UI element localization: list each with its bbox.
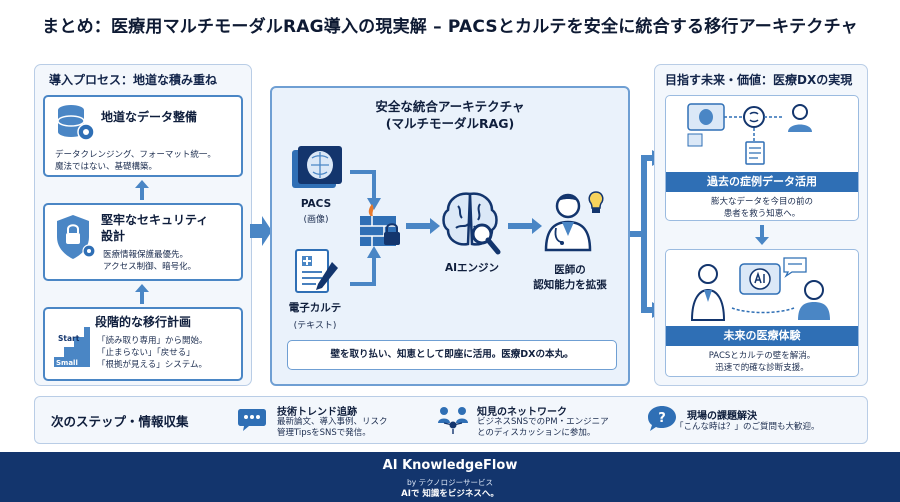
card-text-line: 「根拠が見える」システム。 (97, 360, 207, 370)
card-text-line: 医療情報保護最優先。 (103, 250, 189, 260)
flow-arrow-icon (406, 218, 440, 234)
up-arrow-icon (135, 284, 149, 304)
doctor-label-line2: 認知能力を拡張 (533, 279, 607, 291)
architecture-panel: 安全な統合アーキテクチャ (マルチモーダルRAG) PACS (画像) 電子カル… (270, 86, 630, 386)
next-item-text: 管理TipsをSNSで発信。 (277, 428, 371, 438)
svg-text:?: ? (658, 411, 666, 426)
card-text-line: PACSとカルテの壁を解消。 (708, 351, 816, 361)
doctor-icon (544, 191, 604, 252)
next-item-title: 知見のネットワーク (477, 407, 567, 418)
connector-arrows (350, 170, 381, 286)
card-title: 地道なデータ整備 (101, 110, 198, 124)
card-text-line: 「止まらない」「戻せる」 (97, 348, 195, 358)
chat-bubble-icon (238, 409, 266, 431)
card-title-line: 堅牢なセキュリティ (101, 213, 209, 227)
ai-engine-label: AIエンジン (444, 262, 500, 274)
next-item-title: 現場の課題解決 (687, 411, 757, 422)
up-arrow-icon (135, 180, 149, 200)
card-text-line: 膨大なデータを今目の前の (710, 197, 813, 207)
footer-tagline: AIで 知識をビジネスへ。 (401, 489, 499, 499)
architecture-subheading: (マルチモーダルRAG) (385, 116, 515, 131)
pacs-label: PACS (300, 198, 332, 210)
past-cases-card: 過去の症例データ活用 膨大なデータを今目の前の 患者を救う知恵へ。 (665, 95, 859, 221)
past-cases-title: 過去の症例データ活用 (666, 172, 858, 192)
card-text-line: 迅速で的確な診断支援。 (715, 363, 809, 373)
doctor-label-line1: 医師の (554, 264, 586, 276)
card-text-line: 「読み取り専用」から開始。 (97, 336, 208, 346)
security-shield-lock-icon (57, 215, 96, 259)
doctor-patient-ai-icon (690, 257, 830, 321)
next-item-text: ビジネスSNSでのPM・エンジニア (477, 417, 609, 427)
flow-arrow-icon (508, 218, 542, 234)
data-preparation-card: 地道なデータ整備 データクレンジング、フォーマット統一。 魔法ではない、基礎構築… (43, 95, 243, 177)
migration-plan-card: Start Small 段階的な移行計画 「読み取り専用」から開始。 「止まらな… (43, 307, 243, 381)
left-panel-heading: 導入プロセス：地道な積み重ね (49, 73, 218, 87)
footer-brand: AI KnowledgeFlow (382, 458, 518, 473)
data-to-patient-icon (687, 103, 812, 165)
card-title-line: 設計 (101, 229, 126, 243)
security-design-card: 堅牢なセキュリティ 設計 医療情報保護最優先。 アクセス制御、暗号化。 (43, 203, 243, 281)
future-experience-card: 未来の医療体験 PACSとカルテの壁を解消。 迅速で的確な診断支援。 (665, 249, 859, 377)
future-experience-title: 未来の医療体験 (666, 326, 858, 346)
next-steps-bar: 次のステップ・情報収集 技術トレンド追跡 最新論文、導入事例、リスク 管理Tip… (34, 396, 868, 444)
ai-brain-icon (442, 192, 501, 255)
right-panel: 目指す未来・価値：医療DXの実現 過去の症例データ活用 膨大なデータを今目の前の… (654, 64, 868, 386)
database-gear-icon (57, 105, 95, 141)
network-people-icon (438, 407, 468, 434)
ehr-label: 電子カルテ (288, 302, 342, 314)
architecture-heading: 安全な統合アーキテクチャ (375, 99, 525, 114)
left-panel: 導入プロセス：地道な積み重ね 地道なデータ整備 データクレンジング、フォーマット… (34, 64, 252, 386)
card-text-line: アクセス制御、暗号化。 (103, 262, 197, 272)
right-panel-heading: 目指す未来・価値：医療DXの実現 (665, 73, 853, 87)
card-text-line: 魔法ではない、基礎構築。 (55, 162, 158, 172)
stairs-start-text: Start (58, 334, 80, 343)
card-text-line: 患者を救う知恵へ。 (723, 209, 801, 219)
firewall-lock-icon (360, 204, 400, 246)
next-item-text: 最新論文、導入事例、リスク (277, 417, 388, 427)
pacs-brain-scan-icon (292, 146, 342, 188)
next-item-text: 「こんな時は？」のご質問も大歓迎。 (675, 422, 820, 432)
stairs-small-text: Small (56, 359, 78, 367)
summary-banner: 壁を取り払い、知恵として即座に活用。医療DXの本丸。 (287, 340, 617, 370)
card-text-line: データクレンジング、フォーマット統一。 (55, 150, 216, 160)
footer-by: by テクノロジーサービス (407, 478, 493, 487)
question-bubble-icon: ? (648, 406, 676, 431)
page-title: まとめ：医療用マルチモーダルRAG導入の現実解 – PACSとカルテを安全に統合… (42, 17, 858, 37)
start-small-stairs-icon: Start Small (54, 327, 90, 367)
flow-arrow-icon (250, 216, 272, 246)
next-item-title: 技術トレンド追跡 (277, 407, 357, 418)
footer: AI KnowledgeFlow by テクノロジーサービス AIで 知識をビジ… (0, 452, 900, 502)
next-steps-heading: 次のステップ・情報収集 (51, 414, 189, 429)
pacs-sub-label: (画像) (303, 215, 329, 225)
next-item-text: とのディスカッションに参加。 (477, 428, 596, 438)
card-title: 段階的な移行計画 (95, 315, 192, 329)
ehr-document-icon (295, 249, 338, 293)
down-arrow-icon (755, 225, 769, 245)
ehr-sub-label: (テキスト) (293, 321, 337, 331)
